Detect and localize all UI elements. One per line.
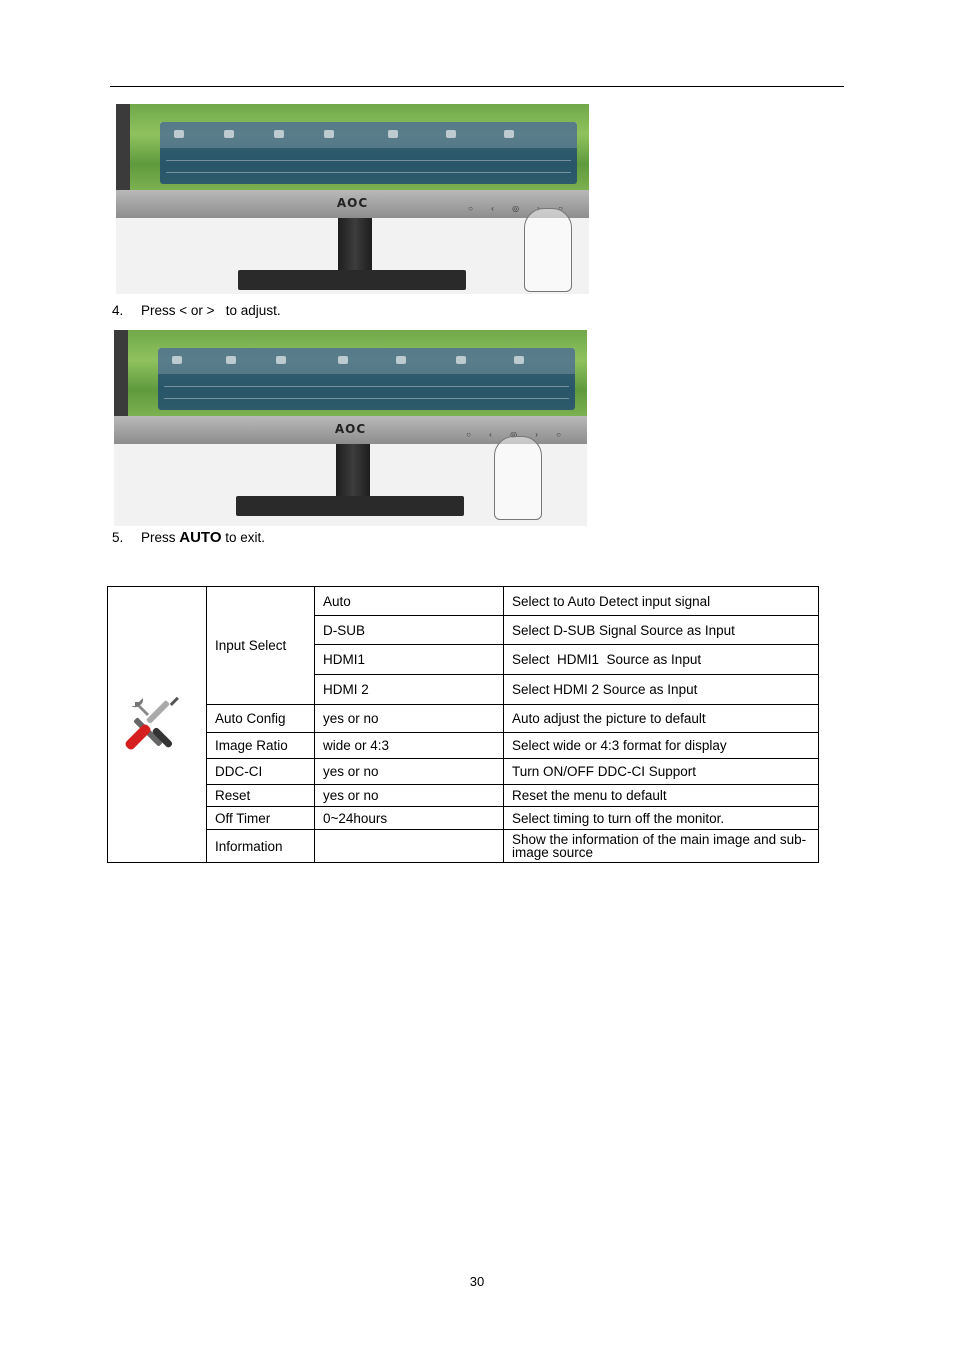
table-row-value: yes or no [314, 704, 504, 733]
step-4-number: 4. [112, 303, 124, 318]
table-row-value: yes or no [314, 784, 504, 807]
table-row-item: Input Select [206, 586, 315, 705]
monitor-stand-neck [336, 444, 370, 496]
monitor-photo-1: AOC ○ ‹ ◎ › ○ [116, 104, 589, 294]
monitor-stand-base [236, 496, 464, 516]
step-4: 4. Press < or > to adjust. [112, 303, 281, 318]
table-row-item: Image Ratio [206, 732, 315, 759]
step-5-suffix: to exit. [221, 530, 266, 545]
pointing-hand-icon [494, 436, 542, 520]
osd-menu [160, 122, 577, 184]
table-icon-cell [107, 586, 207, 863]
monitor-stand-neck [338, 218, 372, 270]
monitor-screen [116, 104, 589, 190]
header-rule [110, 86, 844, 87]
table-row-value: wide or 4:3 [314, 732, 504, 759]
table-row-item: Reset [206, 784, 315, 807]
table-row-item: DDC-CI [206, 758, 315, 785]
table-row-value: HDMI1 [314, 644, 504, 675]
monitor-photo-2: AOC ○ ‹ ◎ › ○ [114, 330, 587, 526]
table-row-item: Auto Config [206, 704, 315, 733]
table-row-desc: Select HDMI1 Source as Input [503, 644, 819, 675]
table-row-value: yes or no [314, 758, 504, 785]
step-4-text: Press < or > to adjust. [141, 303, 281, 318]
table-row-desc: Reset the menu to default [503, 784, 819, 807]
pointing-hand-icon [524, 208, 572, 292]
table-row-value: Auto [314, 586, 504, 616]
table-row-item: Off Timer [206, 806, 315, 830]
osd-menu [158, 348, 575, 410]
table-row-desc: Select wide or 4:3 format for display [503, 732, 819, 759]
monitor-buttons: ○ ‹ ◎ › ○ [468, 204, 571, 213]
monitor-bezel [116, 190, 589, 218]
wrench-screwdriver-icon [125, 696, 179, 749]
step-5-number: 5. [112, 530, 124, 545]
table-row-desc: Select to Auto Detect input signal [503, 586, 819, 616]
table-row-value: D-SUB [314, 615, 504, 645]
table-row-desc: Auto adjust the picture to default [503, 704, 819, 733]
extra-settings-table: Input Select Auto Select to Auto Detect … [107, 586, 819, 863]
step-5-prefix: Press [141, 530, 180, 545]
monitor-brand-logo: AOC [334, 422, 367, 436]
table-row-value [314, 829, 504, 863]
table-row-desc: Turn ON/OFF DDC-CI Support [503, 758, 819, 785]
table-row-desc: Select HDMI 2 Source as Input [503, 674, 819, 705]
page-number: 30 [469, 1274, 485, 1289]
table-row-item: Information [206, 829, 315, 863]
monitor-brand-logo: AOC [336, 196, 369, 210]
table-row-desc: Select D-SUB Signal Source as Input [503, 615, 819, 645]
step-5: 5. Press AUTO to exit. [112, 529, 265, 546]
auto-key-label: AUTO [179, 529, 222, 546]
monitor-buttons: ○ ‹ ◎ › ○ [466, 430, 569, 439]
table-row-desc: Show the information of the main image a… [503, 829, 819, 863]
table-row-value: HDMI 2 [314, 674, 504, 705]
monitor-stand-base [238, 270, 466, 290]
monitor-screen [114, 330, 587, 416]
table-row-value: 0~24hours [314, 806, 504, 830]
table-row-desc: Select timing to turn off the monitor. [503, 806, 819, 830]
